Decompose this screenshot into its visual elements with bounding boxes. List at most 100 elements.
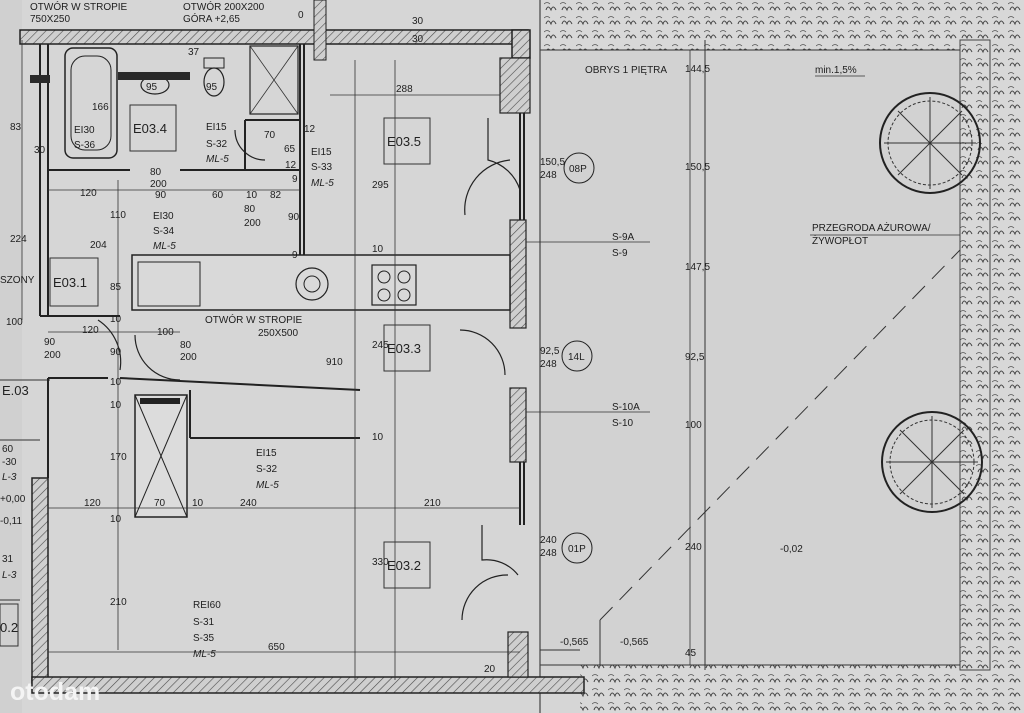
dim-14l-width: 92,5 bbox=[540, 346, 560, 357]
dim-text: 100 bbox=[685, 420, 702, 431]
room-e033: E03.3 bbox=[387, 341, 421, 356]
dim-text: 170 bbox=[110, 452, 127, 463]
bathtub-icon bbox=[64, 47, 118, 159]
vent-duct bbox=[118, 72, 190, 80]
spec-text: 31 bbox=[2, 554, 14, 565]
dim-text: 240 bbox=[685, 542, 702, 553]
dim-text: 60 bbox=[212, 190, 224, 201]
dim-text: 200 bbox=[244, 218, 261, 229]
spec-text: S-32 bbox=[256, 464, 278, 475]
interior-walls bbox=[39, 44, 525, 525]
note-otwor2: OTWÓR 200X200 bbox=[183, 0, 265, 13]
spec-text: ML-5 bbox=[311, 178, 334, 189]
dim-text: 210 bbox=[424, 498, 441, 509]
spec-text: EI30 bbox=[153, 211, 174, 222]
dim-text: 10 bbox=[110, 314, 122, 325]
level-outside-1: -0,565 bbox=[560, 637, 589, 648]
note-obrys: OBRYS 1 PIĘTRA bbox=[585, 65, 667, 76]
room-labels: E03.4 E03.5 E03.1 E03.3 E03.2 E.03 0.2 S… bbox=[0, 104, 431, 647]
dim-text: 120 bbox=[80, 188, 97, 199]
dim-text: 200 bbox=[44, 350, 61, 361]
dim-text: 65 bbox=[284, 144, 296, 155]
dim-text: 12 bbox=[304, 124, 316, 135]
opening-notes: OTWÓR W STROPIE 750X250 OTWÓR 200X200 GÓ… bbox=[30, 0, 303, 339]
dim-text: 80 bbox=[150, 167, 162, 178]
dim-text: 12 bbox=[285, 160, 297, 171]
dim-text: 80 bbox=[180, 340, 192, 351]
kitchen-counter bbox=[131, 254, 511, 311]
tree-icon bbox=[879, 92, 981, 194]
dim-text: 90 bbox=[110, 347, 122, 358]
dim-text: 204 bbox=[90, 240, 107, 251]
dim-text: 245 bbox=[372, 340, 389, 351]
dim-text: 30 bbox=[412, 34, 424, 45]
dim-text: 70 bbox=[154, 498, 166, 509]
note-otwor1: OTWÓR W STROPIE bbox=[30, 0, 128, 13]
note-otwor3: OTWÓR W STROPIE bbox=[205, 313, 303, 326]
dim-text: 10 bbox=[372, 244, 384, 255]
dim-text: 210 bbox=[110, 597, 127, 608]
hedge-inner-line bbox=[959, 39, 991, 671]
dim-text: 120 bbox=[84, 498, 101, 509]
room-e02: 0.2 bbox=[0, 620, 18, 635]
spec-text: EI15 bbox=[206, 122, 227, 133]
dim-text: 82 bbox=[270, 190, 282, 201]
spec-text: S-34 bbox=[153, 226, 175, 237]
level-terrace: -0,02 bbox=[780, 544, 803, 555]
dim-text: 650 bbox=[268, 642, 285, 653]
dim-text: 95 bbox=[206, 82, 218, 93]
dim-08p-width: 150,5 bbox=[540, 157, 565, 168]
dim-text: 90 bbox=[155, 190, 167, 201]
spec-text: -30 bbox=[2, 457, 17, 468]
dim-01p-width: 240 bbox=[540, 535, 557, 546]
dim-01p-height: 248 bbox=[540, 548, 557, 559]
dim-text: 85 bbox=[110, 282, 122, 293]
dimension-lines bbox=[21, 40, 691, 680]
tag-01p: 01P bbox=[568, 544, 586, 555]
dim-text: 100 bbox=[157, 327, 174, 338]
dim-text: 45 bbox=[685, 648, 697, 659]
dim-14l-height: 248 bbox=[540, 359, 557, 370]
dim-text: 224 bbox=[10, 234, 27, 245]
dim-text: 200 bbox=[180, 352, 197, 363]
dim-text: 70 bbox=[264, 130, 276, 141]
dim-text: 20 bbox=[484, 664, 496, 675]
dim-text: 200 bbox=[150, 179, 167, 190]
dim-text: 30 bbox=[412, 16, 424, 27]
tag-08p: 08P bbox=[569, 164, 587, 175]
spec-text: EI30 bbox=[74, 125, 95, 136]
dim-text: 9 bbox=[292, 174, 298, 185]
dim-text: 120 bbox=[82, 325, 99, 336]
spec-text: EI15 bbox=[256, 448, 277, 459]
spec-text: ML-5 bbox=[153, 241, 176, 252]
spec-text: EI15 bbox=[311, 147, 332, 158]
diagonal-dashed-line bbox=[599, 249, 961, 621]
dim-text: 80 bbox=[244, 204, 256, 215]
note-slope: min.1,5% bbox=[815, 65, 857, 76]
spec-text: S-31 bbox=[193, 617, 215, 628]
spec-text: ML-5 bbox=[256, 480, 279, 491]
dim-text: 10 bbox=[246, 190, 258, 201]
dim-text: 330 bbox=[372, 557, 389, 568]
level-outside-2: -0,565 bbox=[620, 637, 649, 648]
window-tags: 08P 150,5 248 14L 92,5 248 01P 240 248 S… bbox=[526, 152, 650, 564]
dim-text: 240 bbox=[240, 498, 257, 509]
tag-14l: 14L bbox=[568, 352, 585, 363]
toilet-icon bbox=[203, 57, 225, 97]
spec-text: 60 bbox=[2, 444, 14, 455]
dim-text: 37 bbox=[188, 47, 200, 58]
dim-text: 90 bbox=[288, 212, 300, 223]
dim-text: 0 bbox=[298, 10, 304, 21]
room-e031: E03.1 bbox=[53, 275, 87, 290]
spec-text: +0,00 bbox=[0, 494, 26, 505]
spec-text: ML-5 bbox=[206, 154, 229, 165]
spec-s9a: S-9A bbox=[612, 232, 635, 243]
wall-specs: EI30 S-36 EI15 S-32 ML-5 EI15 S-33 ML-5 … bbox=[0, 122, 334, 660]
dim-text: 288 bbox=[396, 84, 413, 95]
note-przegroda: PRZEGRODA AŻUROWA/ bbox=[812, 221, 931, 234]
spec-text: -0,11 bbox=[0, 516, 22, 527]
dim-text: 95 bbox=[146, 82, 158, 93]
dim-text: 147,5 bbox=[685, 262, 710, 273]
opening-shaft bbox=[134, 394, 188, 518]
room-e034: E03.4 bbox=[133, 121, 167, 136]
